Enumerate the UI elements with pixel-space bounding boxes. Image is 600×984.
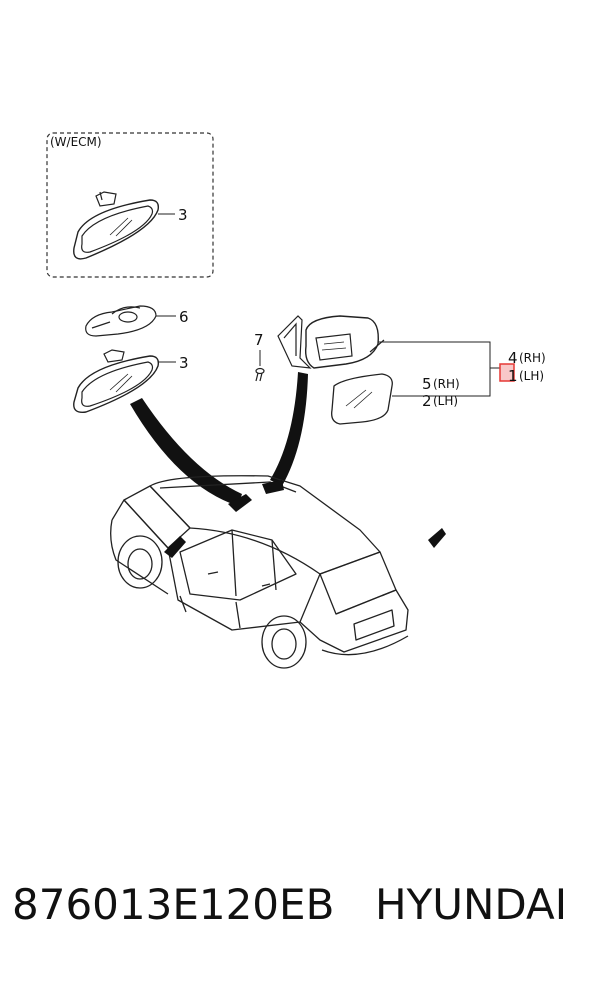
outside-mirror-assembly[interactable] (277, 315, 385, 369)
callout-6: 1 (508, 367, 518, 385)
callout-2: 6 (179, 308, 189, 326)
pointer-outside-mirror (270, 372, 308, 486)
callout-3: 3 (179, 354, 189, 372)
vehicle-left-mirror-marker (164, 536, 186, 558)
callout-8: 2 (422, 392, 432, 410)
vehicle-outside-mirror-marker (262, 480, 284, 494)
rearview-mirror[interactable] (73, 349, 160, 413)
mirror-glass[interactable] (331, 373, 393, 425)
brand-name: HYUNDAI (375, 880, 568, 929)
callout-7: 5 (422, 375, 432, 393)
callout-5: 4 (508, 349, 518, 367)
ecm-rearview-mirror[interactable] (73, 191, 160, 260)
callout-5-side: (RH) (519, 351, 546, 365)
mirror-mount-cover[interactable] (85, 305, 157, 337)
callout-bracket (378, 341, 500, 397)
screw[interactable] (255, 367, 265, 382)
vehicle-interior-mirror-marker (228, 494, 252, 512)
ecm-inset-box (46, 132, 214, 278)
pointer-interior-mirror (130, 398, 242, 506)
parts-diagram: (W/ECM) 3 6 3 7 (46, 132, 546, 669)
vehicle-right-mirror-marker (428, 528, 446, 548)
selected-part-highlight (499, 363, 515, 382)
callout-8-side: (LH) (433, 394, 458, 408)
callout-6-side: (LH) (519, 369, 544, 383)
caption-bar: 876013E120EB HYUNDAI (0, 880, 600, 950)
callout-7-side: (RH) (433, 377, 460, 391)
callout-1: 3 (178, 206, 188, 224)
vehicle-illustration (110, 475, 409, 669)
inset-label: (W/ECM) (50, 135, 102, 149)
part-number: 876013E120EB (12, 880, 335, 929)
callout-4: 7 (254, 331, 264, 349)
